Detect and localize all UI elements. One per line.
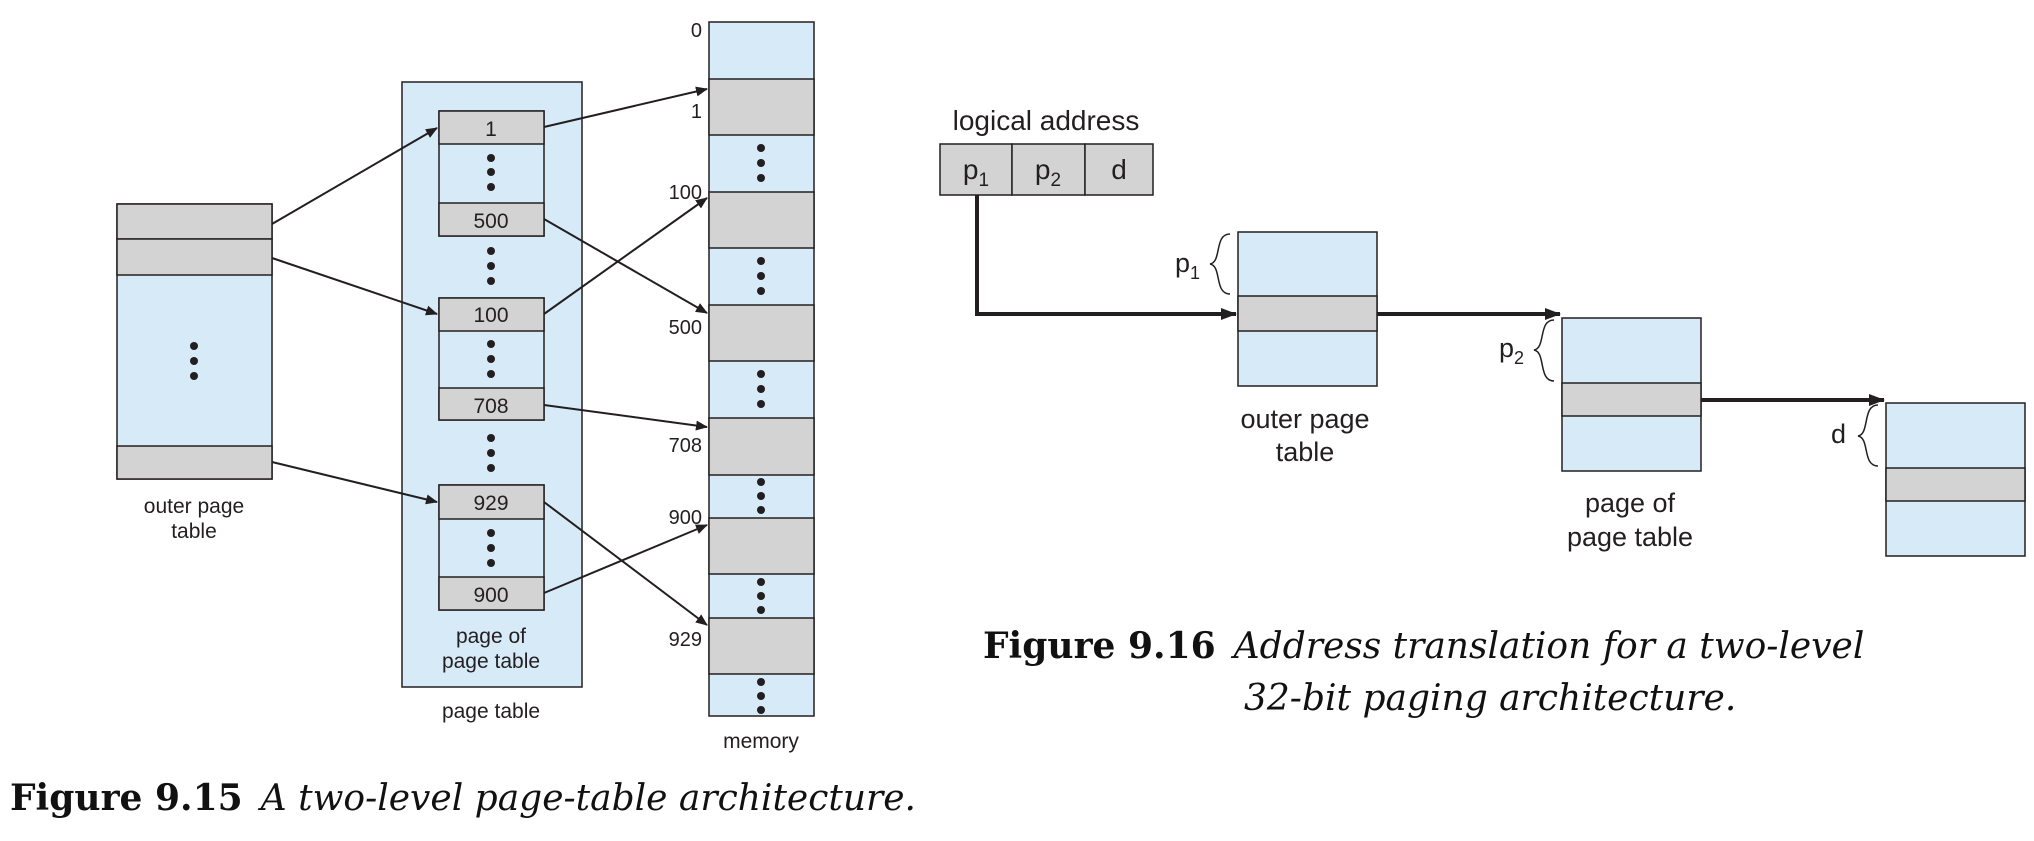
entry-500: 500 [473,210,508,233]
entry-900: 900 [473,584,508,607]
entry-929: 929 [473,492,508,515]
outer-page-table: outer page table [116,203,273,543]
arrow-entry-900-to-memory [543,524,708,594]
outer-page-table-label-1: outer page [1240,404,1369,434]
logical-address-fields: p1 p2 d [939,143,1154,196]
caption-number: Figure 9.16 [983,625,1216,667]
memory-address-0: 0 [691,20,702,42]
page-of-page-table-1: 1 500 [438,110,545,237]
page-of-page-table-3: 929 900 [438,484,545,611]
page-table-label: page table [442,700,540,723]
memory-label: memory [723,730,799,753]
caption-9-15: Figure 9.15 A two-level page-table archit… [10,777,916,819]
brace-p1: p1 [1175,233,1231,295]
logical-address-label: logical address [953,105,1140,136]
memory-address-708: 708 [669,435,702,457]
ellipsis-dots [487,529,495,567]
page-table: 1 500 100 708 [401,81,583,723]
caption-9-16-line1: Figure 9.16 Address translation for a two… [983,625,1864,667]
memory: 0 1 100 500 708 900 929 memory [669,20,815,753]
figure-9-15: outer page table 1 500 [10,20,916,819]
arrows-9-16 [975,195,1885,406]
arrow-outer-to-entry-1 [271,127,438,225]
svg-text:p1: p1 [1175,248,1200,283]
arrow-entry-100-to-memory [543,197,708,315]
figure-9-16: logical address p1 p2 d outer page table… [939,105,2026,719]
svg-text:p2: p2 [1499,333,1524,368]
field-d: d [1111,154,1127,185]
ellipsis-dots [190,342,198,380]
memory-address-900: 900 [669,507,702,529]
outer-page-table-label-1: outer page [144,495,244,518]
page-of-page-table-2: 100 708 [438,297,545,421]
memory-address-1: 1 [691,101,702,123]
arrow-outer-to-entry-929 [271,461,438,505]
arrow-entry-708-to-memory [543,404,708,431]
outer-page-table-label-2: table [171,520,217,543]
page-of-page-table-label-1: page of [456,625,526,648]
memory-page-16 [1885,402,2026,557]
caption-9-16-line2: 32-bit paging architecture. [1244,678,1736,719]
brace-d-label: d [1831,419,1846,449]
brace-p2: p2 [1499,319,1555,382]
page-of-page-table-16: page of page table [1561,317,1702,552]
arrow-outer-to-entry-100 [271,257,438,316]
brace-d: d [1831,404,1879,467]
outer-page-table-16: outer page table [1237,231,1378,467]
ellipsis-dots [487,247,495,285]
page-of-page-table-label-2: page table [1567,522,1693,552]
ellipsis-dots [487,154,495,191]
page-of-page-table-label-1: page of [1585,488,1676,518]
ellipsis-dots [487,340,495,378]
page-of-page-table-label-2: page table [442,650,540,673]
ellipsis-dots [487,434,495,472]
caption-number: Figure 9.15 [10,777,243,819]
field-p2: p2 [1035,154,1061,191]
arrow-entry-500-to-memory [543,218,708,314]
caption-text: A two-level page-table architecture. [258,778,916,819]
entry-100: 100 [473,304,508,327]
entry-1: 1 [485,118,497,141]
arrow-p1-to-outer [975,195,1237,320]
memory-address-500: 500 [669,317,702,339]
memory-address-100: 100 [669,182,702,204]
memory-address-929: 929 [669,629,702,651]
entry-708: 708 [473,395,508,418]
arrow-entry-929-to-memory [543,501,708,626]
outer-page-table-label-2: table [1276,437,1335,467]
caption-text-1: Address translation for a two-level [1231,626,1865,667]
arrows-9-15 [271,86,708,626]
arrow-entry-1-to-memory [543,86,708,128]
field-p1: p1 [963,154,989,191]
ellipsis-dots [757,144,765,714]
